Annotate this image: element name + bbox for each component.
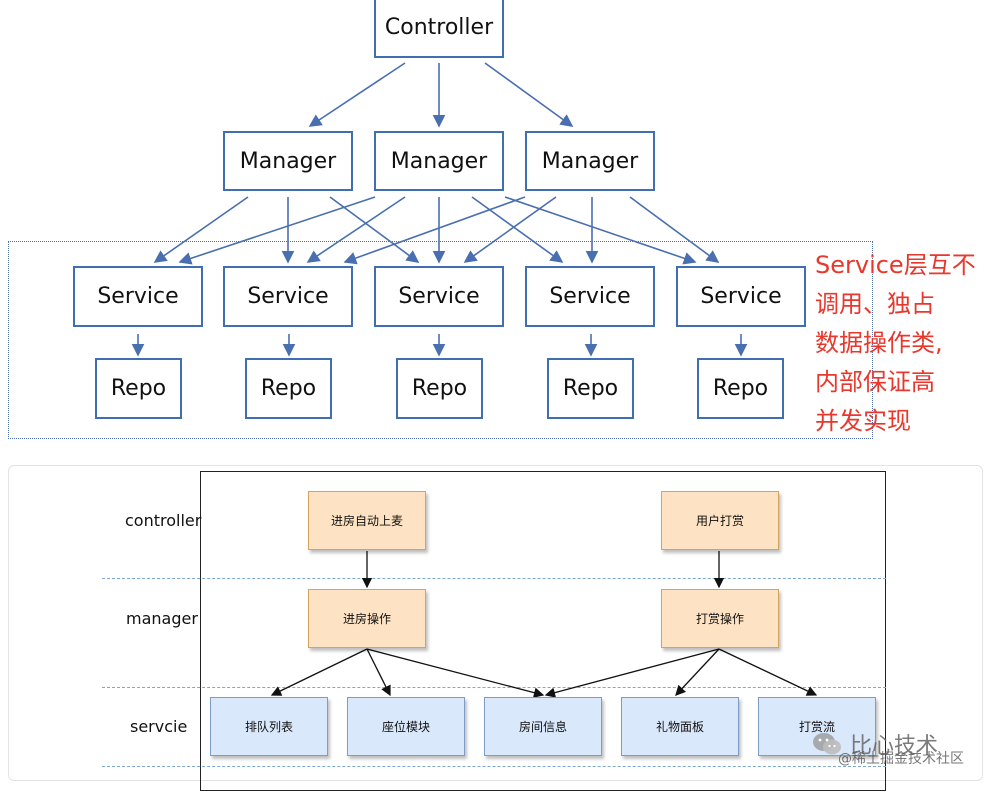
lane-divider-1 [102,578,886,579]
service-box-5: Service [676,266,806,327]
service-box-3: Service [374,266,504,327]
arrow-m2-s1 [178,196,376,265]
arrow-m2-s2 [306,196,406,263]
service-box-2: Service [223,266,353,327]
arrow-m3-s2 [343,196,526,265]
watermark-subtitle: @稀土掘金技术社区 [838,751,964,767]
service-box-4: Service [525,266,655,327]
repo-box-3: Repo [396,358,483,419]
arrow-mgr1-svc3 [366,648,545,698]
service-node-1: 排队列表 [210,697,328,756]
arrow-mgr2-svc5 [718,648,818,696]
arrow-mgr1-svc2 [366,648,391,697]
repo-box-2: Repo [245,358,332,419]
controller-node-1: 进房自动上麦 [308,491,426,550]
arrow-m3-s5 [629,196,720,263]
watermark-title: 比心技术 [850,734,939,759]
arrow-m1-s1 [153,196,249,263]
arrow-mgr2-svc3 [544,648,720,698]
arrow-controller-manager-1 [308,62,406,127]
service-node-2: 座位模块 [347,697,465,756]
repo-box-4: Repo [547,358,634,419]
controller-box: Controller [374,0,504,58]
arrow-controller-manager-3 [484,62,574,127]
lane-divider-2 [102,687,886,688]
lane-label-service: servcie [130,717,188,736]
manager-node-1: 进房操作 [308,589,426,648]
arrow-m2-s5 [504,196,697,265]
arrow-m2-s4 [471,196,564,263]
controller-node-2: 用户打赏 [661,491,779,550]
manager-box-1: Manager [223,131,353,191]
arrow-mgr2-svc4 [675,648,720,696]
manager-box-2: Manager [374,131,504,191]
note-line-4: 内部保证高 [815,368,935,396]
note-line-1: Service层互不 [815,251,976,279]
service-note: Service层互不 调用、独占 数据操作类, 内部保证高 并发实现 [815,246,995,441]
manager-box-3: Manager [525,131,655,191]
service-box-1: Service [73,266,203,327]
repo-box-1: Repo [95,358,182,419]
note-line-3: 数据操作类, [815,329,943,357]
arrow-mgr1-svc1 [270,648,368,696]
service-node-4: 礼物面板 [621,697,739,756]
service-region [8,241,873,439]
lane-label-controller: controller [125,511,202,530]
wechat-icon [813,733,841,755]
top-arrows [131,62,748,357]
repo-box-5: Repo [697,358,784,419]
lane-label-manager: manager [126,609,198,628]
manager-node-2: 打赏操作 [661,589,779,648]
watermark: 比心技术 @稀土掘金技术社区 [812,724,964,767]
note-line-2: 调用、独占 [815,290,935,318]
note-line-5: 并发实现 [815,407,911,435]
arrow-m3-s3 [463,196,557,263]
lane-divider-3 [102,766,886,767]
service-node-3: 房间信息 [484,697,602,756]
